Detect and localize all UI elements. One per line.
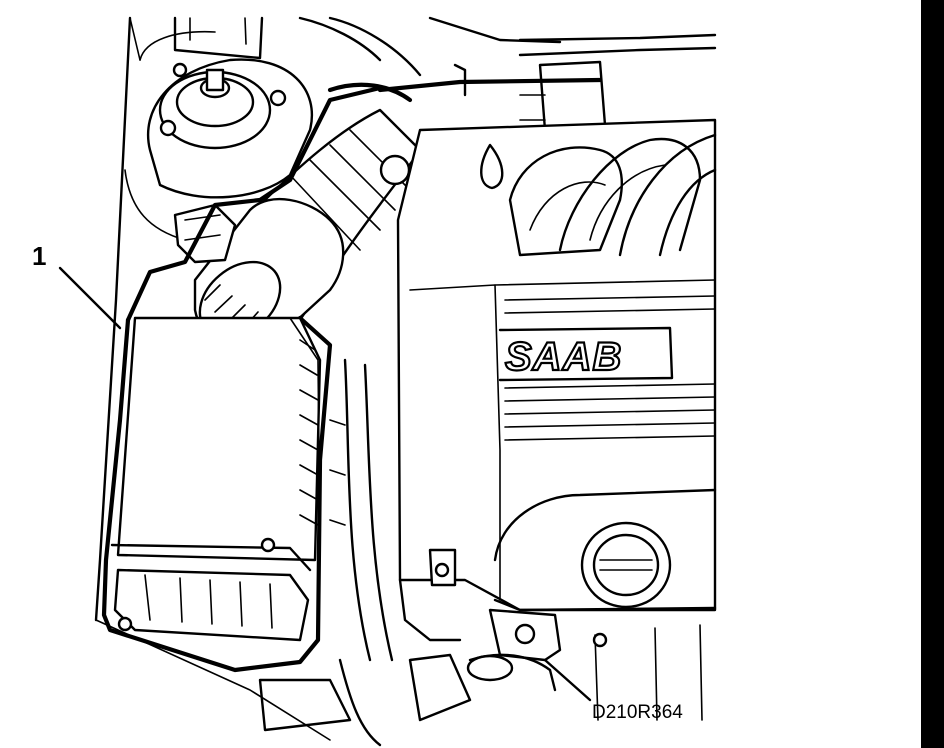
right-border-bar xyxy=(921,0,944,748)
brand-logo-text: SAAB xyxy=(505,335,622,379)
figure-code-group: D210R364 xyxy=(543,658,683,723)
strut-tower xyxy=(124,30,314,241)
callout-number-label: 1 xyxy=(32,241,46,271)
engine-cover: SAAB xyxy=(396,118,717,642)
air-mass-meter xyxy=(173,197,345,352)
callout-1: 1 xyxy=(32,241,122,330)
oil-filler-cap xyxy=(493,488,717,721)
figure-code-label: D210R364 xyxy=(592,702,683,723)
side-hoses xyxy=(258,358,394,747)
front-bracket xyxy=(408,608,562,722)
intake-runners xyxy=(508,133,717,257)
air-cleaner-housing xyxy=(101,85,383,673)
